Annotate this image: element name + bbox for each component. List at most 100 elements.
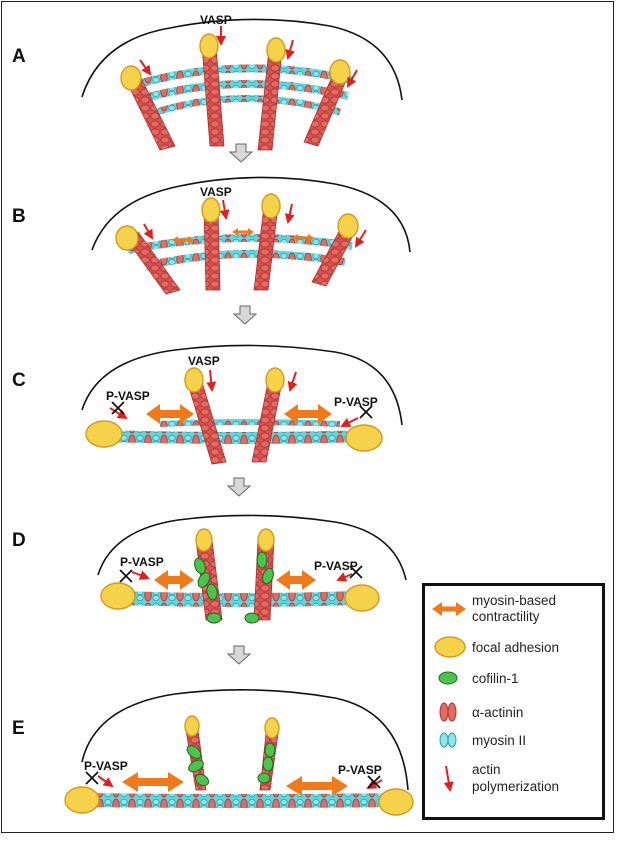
process-arrow: [228, 143, 254, 163]
vasp-label: VASP: [200, 13, 232, 27]
focal-adhesion: [329, 59, 351, 85]
legend-myosin-icon: [439, 732, 457, 748]
blocked-cross-icon: [367, 775, 381, 789]
legend-label-actin-2: polymerization: [472, 779, 559, 794]
panel-letter-c: C: [12, 370, 26, 391]
focal-adhesion: [337, 213, 359, 239]
legend-contractility-icon: [432, 602, 466, 616]
focal-adhesion: [261, 193, 281, 219]
legend-label-alpha-actinin: α-actinin: [472, 705, 523, 720]
blocked-cross-icon: [349, 565, 363, 579]
p-vasp-label-left: P-VASP: [120, 555, 164, 569]
actin-polymerization-arrow: [97, 775, 114, 788]
legend-frame: [422, 583, 605, 820]
actin-polymerization-arrow: [109, 407, 128, 420]
panel-letter-a: A: [12, 46, 26, 67]
dorsal-stress-fiber: [253, 205, 279, 291]
panel-c: C VASP P-VASP P-VASP: [12, 344, 403, 465]
focal-adhesion: [265, 367, 285, 393]
legend-label-cofilin: cofilin-1: [472, 671, 519, 686]
transverse-arc: [127, 233, 353, 254]
legend-label-contractility-2: contractility: [472, 609, 540, 624]
transverse-arc: [145, 249, 346, 270]
transverse-arc: [136, 79, 349, 104]
panel-letter-e: E: [12, 718, 25, 739]
focal-adhesion: [201, 197, 221, 223]
blocked-cross-icon: [111, 401, 125, 415]
cell-edge-e: [81, 689, 409, 791]
focal-adhesion: [120, 65, 142, 91]
panel-d: D: [12, 514, 407, 624]
legend-label-myosin: myosin II: [472, 733, 526, 748]
p-vasp-label-right: P-VASP: [314, 559, 358, 573]
cell-edge-a: [81, 18, 403, 101]
actin-polymerization-arrow: [219, 199, 230, 220]
ventral-stress-fiber: [77, 793, 399, 808]
legend-alpha-actinin-icon: [439, 702, 457, 722]
actin-polymerization-arrow: [287, 371, 298, 392]
contractility-arrow: [276, 570, 316, 590]
cofilin-cluster: [194, 551, 274, 624]
process-arrow: [226, 645, 252, 665]
focal-adhesion: [184, 715, 200, 737]
contractility-arrow: [292, 234, 314, 242]
panel-letter-b: B: [12, 206, 26, 227]
legend-cofilin-icon: [438, 671, 458, 685]
actin-polymerization-arrow: [336, 572, 353, 582]
legend-actin-polymerization-icon: [443, 765, 454, 792]
contractility-arrow: [154, 570, 194, 590]
legend-label-actin-1: actin: [472, 762, 501, 777]
focal-adhesion: [266, 37, 286, 63]
focal-adhesion: [264, 717, 280, 739]
focal-adhesion: [345, 424, 383, 452]
p-vasp-label-left: P-VASP: [106, 389, 150, 403]
blocked-cross-icon: [85, 771, 99, 785]
cofilin-cluster: [186, 742, 276, 787]
focal-adhesion: [257, 528, 275, 552]
cell-edge-c: [81, 344, 403, 426]
legend-label-focal-adhesion: focal adhesion: [472, 640, 559, 655]
actin-polymerization-arrow: [354, 229, 367, 248]
focal-adhesion: [378, 788, 414, 816]
actin-polymerization-arrow: [340, 417, 359, 427]
panel-e: E: [12, 689, 414, 816]
vasp-label: VASP: [200, 185, 232, 199]
ventral-stress-fiber: [119, 591, 359, 607]
contractility-arrow: [122, 772, 184, 792]
focal-adhesion: [184, 367, 204, 393]
focal-adhesion: [344, 584, 380, 612]
panel-letter-d: D: [12, 530, 26, 551]
contractility-arrow: [232, 228, 254, 236]
contractility-arrow: [284, 404, 332, 424]
legend-focal-adhesion-icon: [434, 636, 466, 658]
cell-edge-d: [97, 514, 407, 581]
ventral-stress-fiber: [103, 430, 369, 444]
actin-polymerization-arrow: [284, 203, 295, 224]
actin-polymerization-arrow: [285, 39, 295, 60]
actin-polymerization-arrow: [131, 570, 150, 580]
focal-adhesion: [85, 420, 123, 448]
contractility-arrow: [146, 404, 194, 424]
vasp-label: VASP: [188, 354, 220, 368]
blocked-cross-icon: [359, 405, 373, 419]
actin-polymerization-arrow: [143, 223, 153, 240]
actin-polymerization-arrow: [347, 69, 358, 88]
contractility-arrow: [286, 776, 348, 796]
actin-polymerization-arrow: [139, 59, 152, 76]
p-vasp-label-right: P-VASP: [334, 395, 378, 409]
focal-adhesion: [199, 33, 219, 59]
panel-a: A VASP: [12, 13, 403, 151]
focal-adhesion: [195, 528, 213, 552]
legend-label-contractility-1: myosin-based: [472, 593, 556, 608]
transverse-arc: [128, 64, 353, 90]
transverse-arc: [159, 419, 341, 427]
focal-adhesion: [115, 225, 139, 251]
panel-b: B VASP: [12, 176, 411, 295]
focal-adhesion: [64, 786, 100, 814]
blocked-cross-icon: [119, 569, 133, 583]
focal-adhesion: [100, 582, 136, 610]
actin-polymerization-arrow: [206, 369, 217, 392]
legend: myosin-based contractility focal adhesio…: [422, 583, 605, 820]
